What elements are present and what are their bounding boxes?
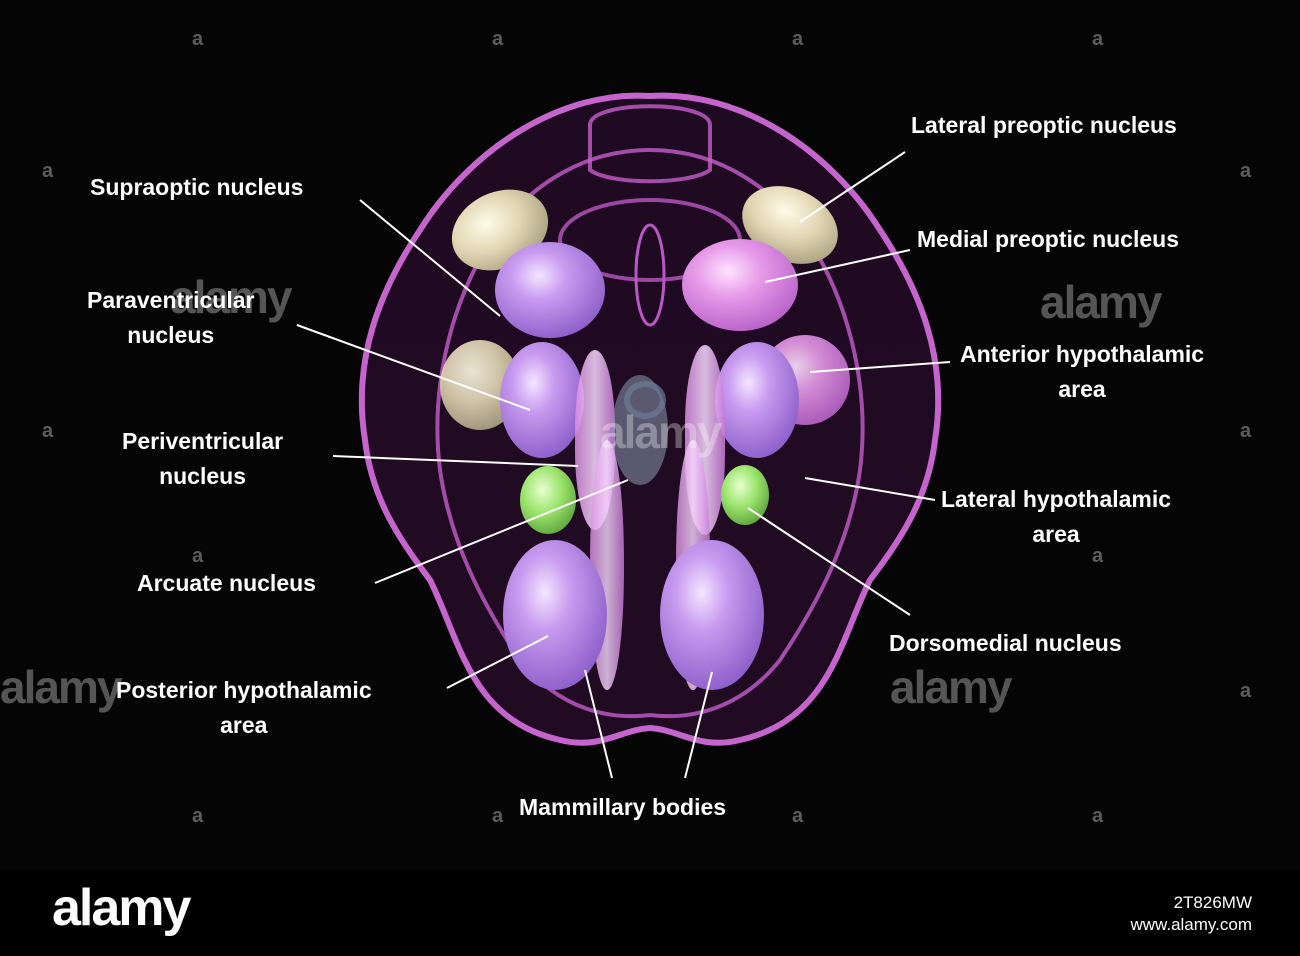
medial-preoptic-left xyxy=(495,242,605,338)
anterior-left xyxy=(440,340,520,430)
paraventricular-left xyxy=(500,342,584,458)
line-anterior-hypothalamic xyxy=(809,361,951,373)
image-id: 2T826MW xyxy=(1173,893,1252,912)
label-supraoptic-nucleus: Supraoptic nucleus xyxy=(90,174,304,200)
footer-image-info: 2T826MW www.alamy.com xyxy=(1130,892,1252,936)
label-paraventricular-nucleus: Paraventricular nucleus xyxy=(87,287,255,348)
label-dorsomedial-nucleus: Dorsomedial nucleus xyxy=(889,630,1122,656)
label-medial-preoptic-nucleus: Medial preoptic nucleus xyxy=(917,226,1179,252)
label-lateral-preoptic-nucleus: Lateral preoptic nucleus xyxy=(911,112,1177,138)
watermark-a-icon: a xyxy=(492,805,504,827)
watermark-a-icon: a xyxy=(1092,28,1104,50)
footer-logo[interactable]: alamy xyxy=(52,879,191,937)
top-cap xyxy=(588,104,712,184)
leader-lines xyxy=(296,151,951,779)
watermark-a-icon: a xyxy=(792,805,804,827)
site-url[interactable]: www.alamy.com xyxy=(1130,915,1252,934)
line-paraventricular xyxy=(296,324,531,411)
watermark-a-icon: a xyxy=(42,160,54,182)
label-lateral-hypothalamic-area: Lateral hypothalamic area xyxy=(941,486,1172,547)
watermark: alamy xyxy=(1040,276,1162,328)
line-medial-preoptic xyxy=(764,249,911,283)
watermark: alamy xyxy=(890,661,1012,713)
line-dorsomedial xyxy=(747,507,911,616)
line-lateral-preoptic xyxy=(799,151,906,223)
arcuate-left xyxy=(520,466,576,534)
watermark: alamy xyxy=(0,661,122,713)
line-supraoptic xyxy=(359,199,501,317)
watermark-a-icon: a xyxy=(192,28,204,50)
footer-bar: alamy 2T826MW www.alamy.com xyxy=(0,870,1300,956)
watermark: alamy xyxy=(170,271,292,323)
line-periventricular xyxy=(332,455,579,467)
hypothalamus-illustration xyxy=(296,92,951,779)
central-ring xyxy=(624,381,666,419)
inner-membrane xyxy=(435,147,865,719)
watermark-a-icon: a xyxy=(492,28,504,50)
arcuate-right xyxy=(721,465,769,525)
label-posterior-hypothalamic-area: Posterior hypothalamic area xyxy=(116,677,372,738)
posterior-right xyxy=(660,540,764,690)
watermark-a-icon: a xyxy=(1092,545,1104,567)
watermark-a-icon: a xyxy=(192,545,204,567)
paraventricular-right xyxy=(715,342,799,458)
label-arcuate-nucleus: Arcuate nucleus xyxy=(137,570,316,596)
line-posterior-hypothalamic xyxy=(446,635,549,689)
watermark-a-icon: a xyxy=(792,28,804,50)
watermark-a-icon: a xyxy=(1240,160,1252,182)
line-mammillary-left xyxy=(584,669,613,779)
label-mammillary-bodies: Mammillary bodies xyxy=(519,794,727,820)
watermark-a-icon: a xyxy=(1092,805,1104,827)
watermark-a-icon: a xyxy=(1240,680,1252,702)
label-anterior-hypothalamic-area: Anterior hypothalamic area xyxy=(960,341,1205,402)
watermark-a-icon: a xyxy=(1240,420,1252,442)
medial-preoptic-right xyxy=(682,239,798,331)
watermark: alamy xyxy=(600,406,722,458)
line-mammillary-right xyxy=(684,671,713,779)
illustration-area: alamy alamy alamy alamy alamy a a a a a … xyxy=(0,28,1252,827)
watermark-a-icon: a xyxy=(42,420,54,442)
ventricle-top xyxy=(634,223,666,327)
posterior-left xyxy=(503,540,607,690)
line-arcuate xyxy=(374,479,629,584)
label-periventricular-nucleus: Periventricular nucleus xyxy=(122,428,284,489)
line-lateral-hypothalamic xyxy=(804,477,936,501)
watermark-a-icon: a xyxy=(192,805,204,827)
